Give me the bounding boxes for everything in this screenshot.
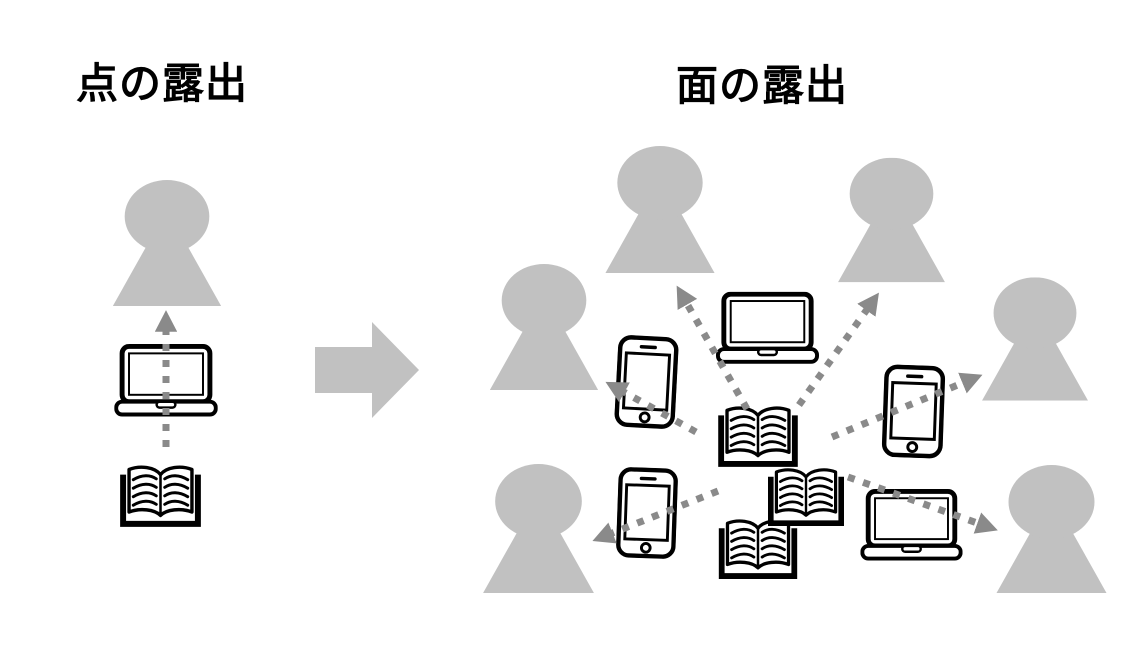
smartphone-icon: [615, 465, 678, 561]
right-panel-title: 面の露出: [676, 61, 849, 110]
person-silhouette-icon: [995, 465, 1108, 593]
smartphone-icon: [880, 364, 946, 459]
laptop-icon: [859, 489, 964, 561]
person-silhouette-icon: [982, 274, 1088, 404]
laptop-icon: [113, 344, 219, 417]
person-silhouette-icon: [838, 157, 945, 283]
open-book-icon: [117, 461, 204, 529]
person-silhouette-icon: [604, 146, 716, 273]
person-silhouette-icon: [111, 180, 223, 306]
open-book-icon: [763, 464, 849, 528]
block-arrow-right-icon: [315, 322, 419, 418]
left-panel-title: 点の露出: [76, 59, 249, 108]
person-silhouette-icon: [489, 264, 599, 390]
laptop-icon: [716, 291, 819, 365]
smartphone-icon: [614, 332, 680, 431]
person-silhouette-icon: [482, 464, 595, 593]
open-book-icon: [715, 402, 801, 469]
